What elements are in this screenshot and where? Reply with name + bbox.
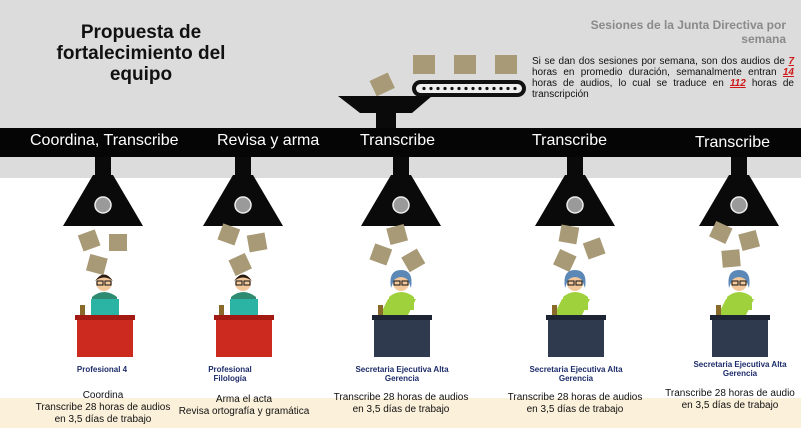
station-desc-5-line-2: en 3,5 días de trabajo [681, 400, 779, 411]
description-strip [0, 398, 801, 428]
sessions-description: Si se dan dos sesiones por semana, son d… [532, 56, 794, 100]
role-3: Transcribe [360, 132, 435, 149]
worker-2 [214, 274, 274, 357]
station-label-1: Profesional 4 [76, 365, 128, 374]
input-funnel [338, 96, 432, 128]
conveyor-belt [369, 55, 526, 97]
station-desc-5: Transcribe 28 horas de audio en 3,5 días… [660, 388, 800, 412]
role-2: Revisa y arma [217, 132, 320, 149]
station-label-3: Secretaria Ejecutiva Alta Gerencia [355, 365, 449, 383]
station-desc-1: Coordina Transcribe 28 horas de audios e… [10, 390, 196, 426]
sessions-text-1: Si se dan dos sesiones por semana, son d… [532, 56, 789, 67]
sessions-title: Sesiones de la Junta Directiva por seman… [590, 18, 786, 46]
station-funnel-3 [361, 157, 441, 226]
station-desc-1-line-3: en 3,5 días de trabajo [54, 414, 152, 425]
station-desc-4: Transcribe 28 horas de audios en 3,5 día… [500, 392, 650, 416]
sessions-text-3: horas de audios, lo cual se traduce en [532, 78, 730, 89]
role-4: Transcribe [532, 132, 607, 149]
station-funnel-1 [63, 157, 143, 226]
station-label-4: Secretaria Ejecutiva Alta Gerencia [529, 365, 623, 383]
role-1: Coordina, Transcribe [30, 132, 179, 149]
page-title: Propuesta de fortalecimiento del equipo [56, 22, 226, 85]
station-desc-4-line-1: Transcribe 28 horas de audios [507, 392, 643, 403]
role-5: Transcribe [695, 134, 770, 151]
station-desc-1-line-2: Transcribe 28 horas de audios [35, 402, 171, 413]
station-desc-4-line-2: en 3,5 días de trabajo [526, 404, 624, 415]
transcription-hours: 112 [729, 78, 746, 89]
station-funnel-5 [699, 157, 779, 226]
station-desc-2: Arma el acta Revisa ortografía y gramáti… [170, 394, 318, 418]
station-desc-3-line-2: en 3,5 días de trabajo [352, 404, 450, 415]
sessions-text-2: horas en promedio duración, semanalmente… [532, 67, 783, 78]
worker-4 [546, 270, 606, 357]
station-desc-5-line-1: Transcribe 28 horas de audio [665, 388, 795, 399]
station-desc-1-line-1: Coordina [82, 390, 124, 401]
worker-1 [75, 274, 135, 357]
falling-boxes [77, 220, 761, 276]
station-label-2: Profesional Filología [208, 365, 252, 383]
station-funnel-4 [535, 157, 615, 226]
station-desc-2-line-2: Revisa ortografía y gramática [178, 406, 310, 417]
sessions-text-4: horas de transcripción [532, 78, 794, 100]
station-desc-3: Transcribe 28 horas de audios en 3,5 día… [326, 392, 476, 416]
process-bar [0, 128, 801, 157]
worker-5 [710, 270, 770, 357]
weekly-audio-hours: 14 [782, 67, 794, 78]
station-funnel-2 [203, 157, 283, 226]
worker-3 [372, 270, 432, 357]
station-desc-3-line-1: Transcribe 28 horas de audios [333, 392, 469, 403]
station-desc-2-line-1: Arma el acta [215, 394, 273, 405]
station-label-5: Secretaria Ejecutiva Alta Gerencia [693, 360, 787, 378]
hours-per-audio: 7 [788, 56, 794, 67]
